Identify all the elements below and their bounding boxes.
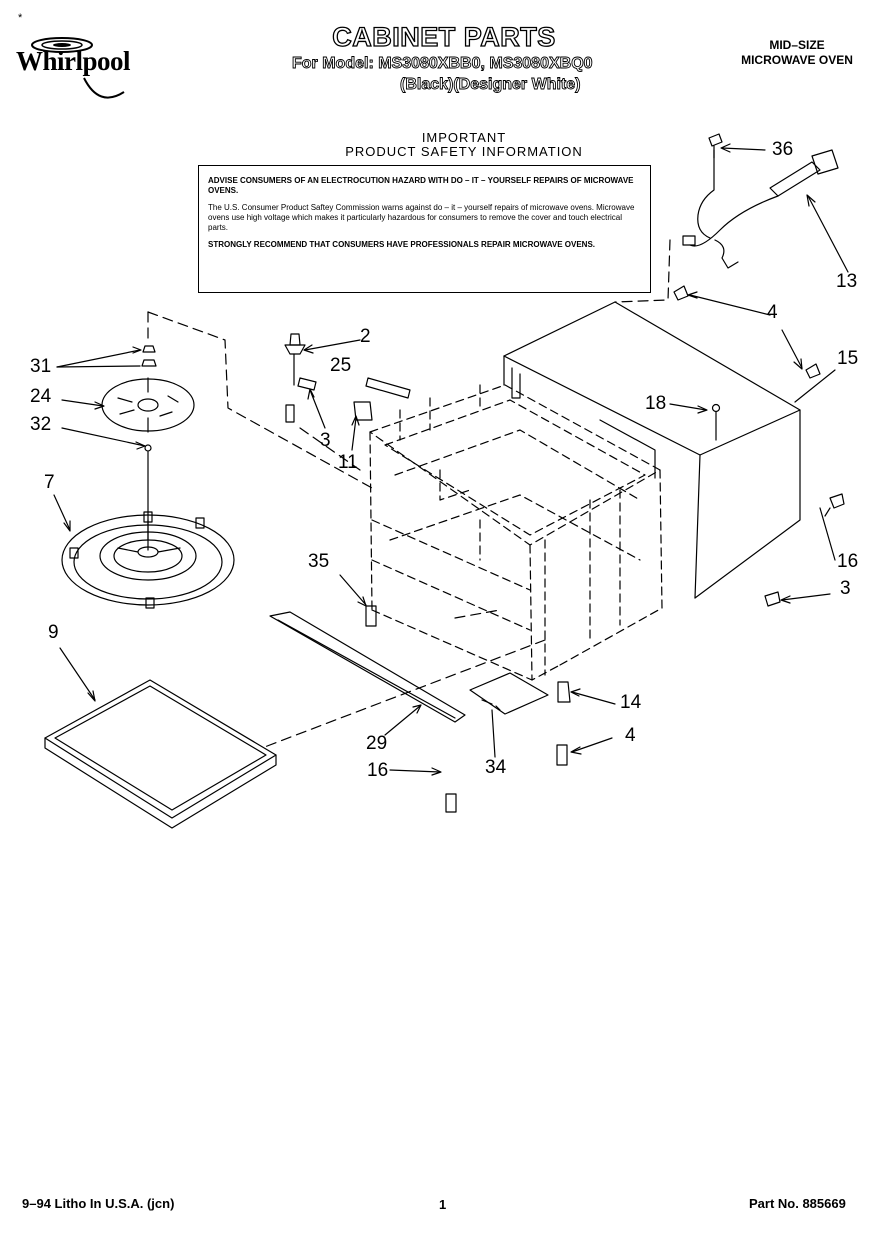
- category-line-1: MID–SIZE: [769, 38, 825, 52]
- callout-13: 13: [836, 271, 858, 292]
- callout-35: 35: [308, 551, 330, 572]
- glass-tray: [44, 679, 277, 829]
- category-line-2: MICROWAVE OVEN: [741, 53, 853, 67]
- bottom-trim-strip: [269, 611, 466, 723]
- page-title: CABINET PARTS: [332, 21, 556, 52]
- callout-3-right: 3: [840, 578, 851, 599]
- callout-24: 24: [30, 386, 52, 407]
- callout-14: 14: [620, 692, 642, 713]
- callout-16-bottom: 16: [367, 760, 389, 781]
- turntable-roller-ring: [61, 511, 235, 609]
- callout-16-right: 16: [837, 551, 859, 572]
- logo-swirl-icon: [31, 37, 125, 99]
- notice-paragraph-2: The U.S. Consumer Product Saftey Commiss…: [208, 203, 635, 232]
- print-date-line: 9–94 Litho In U.S.A. (jcn): [22, 1196, 175, 1211]
- power-cord: [682, 149, 839, 269]
- cabinet-wrapper: [503, 301, 801, 599]
- callout-4-top: 4: [767, 302, 778, 323]
- callout-11: 11: [338, 452, 358, 473]
- small-components: [284, 333, 411, 421]
- category-label: MID–SIZE MICROWAVE OVEN: [712, 38, 882, 68]
- safety-notice-box: ADVISE CONSUMERS OF AN ELECTROCUTION HAZ…: [198, 165, 651, 293]
- part-number: Part No. 885669: [749, 1196, 846, 1211]
- callout-3-left: 3: [320, 430, 331, 451]
- callout-4-bottom: 4: [625, 725, 636, 746]
- notice-heading-line-2: PRODUCT SAFETY INFORMATION: [345, 144, 583, 159]
- cover-plate: [469, 672, 549, 715]
- callout-18: 18: [645, 393, 667, 414]
- turntable-support-parts: [101, 345, 195, 541]
- notice-heading-line-1: IMPORTANT: [421, 130, 507, 145]
- page-number: 1: [439, 1197, 447, 1212]
- notice-heading: IMPORTANT PRODUCT SAFETY INFORMATION: [240, 131, 688, 159]
- callout-2: 2: [360, 326, 371, 347]
- model-line: For Model: MS3080XBB0, MS3080XBQ0: [292, 55, 593, 73]
- whirlpool-logo: Whirlpool: [14, 30, 184, 110]
- callout-36: 36: [772, 139, 794, 160]
- callout-34: 34: [485, 757, 507, 778]
- leader-arrows: [53, 143, 849, 776]
- variant-line: (Black)(Designer White): [400, 76, 581, 94]
- relation-lines: [147, 239, 671, 749]
- notice-paragraph-3: STRONGLY RECOMMEND THAT CONSUMERS HAVE P…: [208, 240, 595, 249]
- callout-32: 32: [30, 414, 52, 435]
- callout-7: 7: [44, 472, 55, 493]
- callout-9: 9: [48, 622, 59, 643]
- callout-31: 31: [30, 356, 52, 377]
- inner-chassis: [369, 384, 663, 681]
- brand-name: Whirlpool: [16, 46, 131, 76]
- notice-paragraph-1: ADVISE CONSUMERS OF AN ELECTROCUTION HAZ…: [208, 176, 634, 195]
- asterisk-mark: *: [18, 12, 23, 24]
- callout-29: 29: [366, 733, 388, 754]
- callout-25: 25: [330, 355, 352, 376]
- screws: [285, 133, 845, 813]
- callout-15: 15: [837, 348, 859, 369]
